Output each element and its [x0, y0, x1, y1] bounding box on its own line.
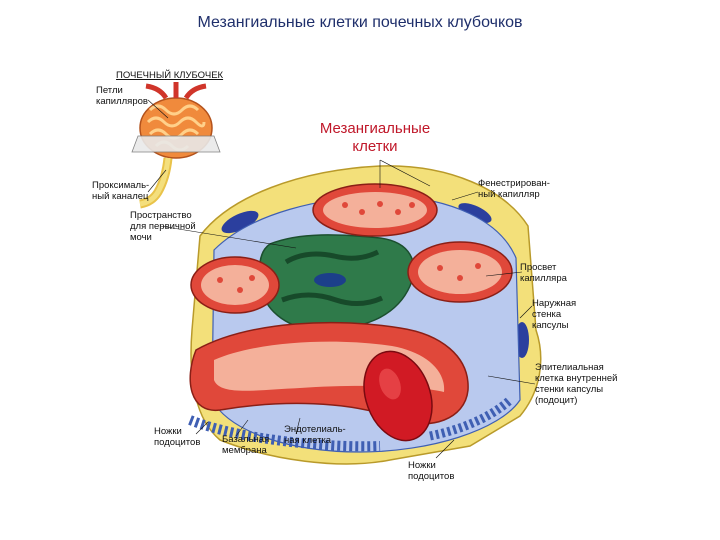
label-capillary-loops-l2: капилляров	[96, 96, 148, 107]
heading-line-2: клетки	[352, 138, 398, 155]
label-podocyte-l3: стенки капсулы	[535, 384, 604, 395]
label-podocyte-l2: клетка внутренней	[535, 373, 618, 384]
label-endothelial-l2: ная клетка	[284, 435, 332, 446]
label-proximal-tubule-l2: ный каналец	[92, 191, 149, 202]
label-urinary-space: Пространство для первичной мочи	[130, 210, 196, 243]
label-basement-membrane-l2: мембрана	[222, 445, 267, 456]
label-urinary-space-l3: мочи	[130, 232, 152, 243]
label-proximal-tubule: Проксималь- ный каналец	[92, 180, 149, 202]
label-urinary-space-l1: Пространство	[130, 210, 192, 221]
label-feet-bottom-l2: подоцитов	[408, 471, 455, 482]
label-capillary-loops-l1: Петли	[96, 85, 123, 96]
label-endothelial-l1: Эндотелиаль-	[284, 424, 346, 435]
leader-lines	[147, 99, 536, 459]
label-urinary-space-l2: для первичной	[130, 221, 196, 232]
label-feet-left-l2: подоцитов	[154, 437, 201, 448]
label-capillary-lumen-l1: Просвет	[520, 262, 557, 273]
label-podocyte-l1: Эпителиальная	[535, 362, 604, 373]
label-capillary-loops: Петли капилляров	[96, 85, 148, 107]
label-fenestrated-capillary: Фенестрирован- ный капилляр	[478, 178, 550, 200]
label-feet-left-l1: Ножки	[154, 426, 182, 437]
label-endothelial-cell: Эндотелиаль- ная клетка	[284, 424, 346, 446]
label-podocyte: Эпителиальная клетка внутренней стенки к…	[535, 362, 617, 406]
label-feet-bottom-l1: Ножки	[408, 460, 436, 471]
capillary-top	[312, 183, 438, 237]
capillary-right	[407, 241, 513, 303]
heading-line-1: Мезангиальные	[319, 120, 431, 137]
label-podocyte-l4: (подоцит)	[535, 395, 578, 406]
label-outer-wall-l1: Наружная	[532, 298, 577, 309]
mesangial-cells	[258, 234, 415, 331]
label-fenestrated-l1: Фенестрирован-	[478, 178, 550, 189]
inset-glomerulus	[131, 82, 221, 209]
mesangial-cells-heading: Мезангиальные клетки	[300, 120, 450, 156]
capillary-left	[190, 256, 280, 314]
podocyte-feet-bottom	[188, 396, 514, 452]
label-fenestrated-l2: ный капилляр	[478, 189, 540, 200]
label-proximal-tubule-l1: Проксималь-	[92, 180, 150, 191]
label-basement-membrane-l1: Базальная	[222, 434, 270, 445]
label-outer-wall-l3: капсулы	[532, 320, 569, 331]
page-title: Мезангиальные клетки почечных клубочков	[197, 14, 523, 31]
label-podocyte-feet-bottom: Ножки подоцитов	[408, 460, 454, 482]
label-basement-membrane: Базальная мембрана	[222, 434, 269, 456]
label-outer-wall-l2: стенка	[532, 309, 562, 320]
endothelial-cell	[363, 350, 433, 442]
label-outer-capsule-wall: Наружная стенка капсулы	[532, 298, 576, 331]
label-podocyte-feet-left: Ножки подоцитов	[154, 426, 200, 448]
inset-title: ПОЧЕЧНЫЙ КЛУБОЧЕК	[116, 70, 224, 81]
label-capillary-lumen-l2: капилляра	[520, 273, 567, 284]
label-capillary-lumen: Просвет капилляра	[520, 262, 567, 284]
